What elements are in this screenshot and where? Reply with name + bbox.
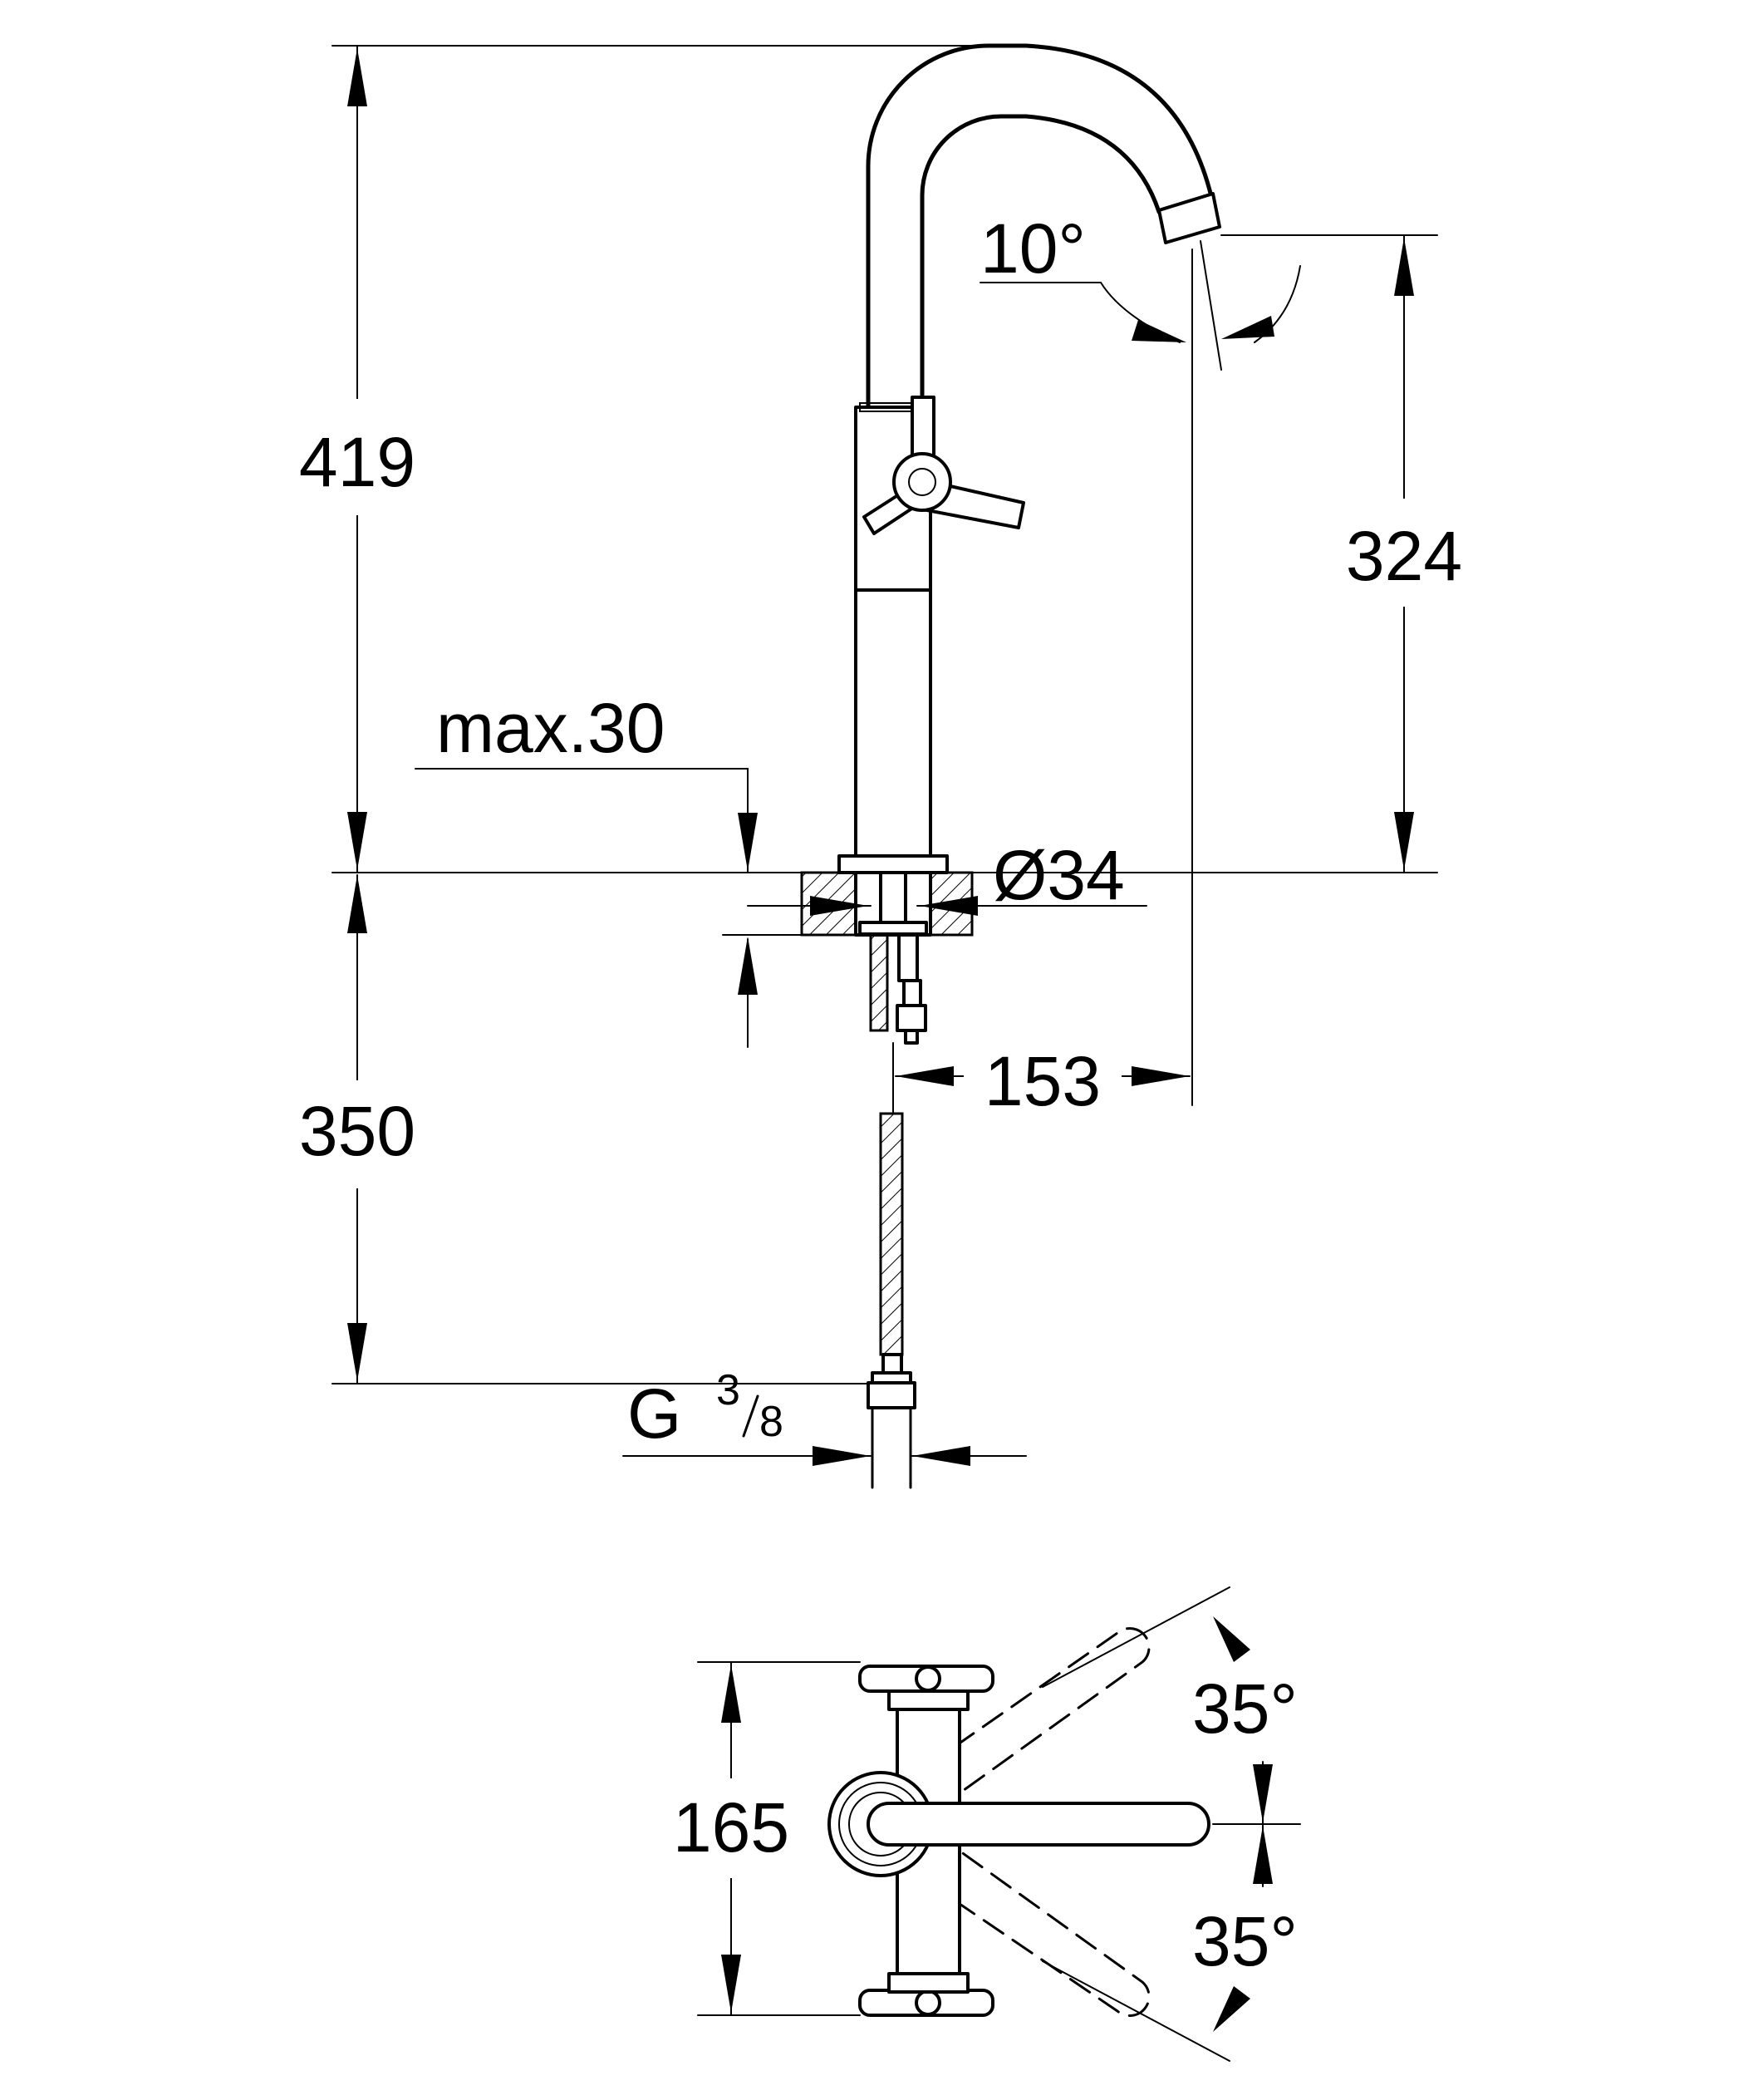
dimension-total-height: 419 [282, 45, 1438, 873]
dimension-hose-length: 350 [282, 874, 869, 1384]
label-hose-length: 350 [299, 1092, 415, 1170]
label-diameter: Ø34 [993, 836, 1125, 914]
label-connection-numerator: 3 [716, 1366, 740, 1414]
label-reach: 153 [984, 1042, 1101, 1120]
dimension-rotation: 35° 35° [1192, 1616, 1301, 2032]
spout-aerator [1157, 192, 1221, 244]
side-view: 419 350 324 10° [282, 43, 1487, 1489]
label-spout-angle: 10° [980, 209, 1086, 288]
supply-connections [869, 933, 927, 1045]
label-rotation-down: 35° [1192, 1902, 1298, 1980]
label-connection-g: G [627, 1375, 681, 1453]
cross-handle-side [862, 396, 1025, 535]
handle-swing-positions [895, 1586, 1230, 2062]
label-rotation-up: 35° [1192, 1670, 1298, 1748]
lever-handle [867, 1802, 1210, 1847]
label-total-height: 419 [299, 423, 415, 501]
body-column [854, 588, 932, 858]
top-view: 165 35° 35° [656, 1586, 1301, 2062]
hose-nut [867, 1381, 916, 1409]
dimension-connection: G 3 8 [622, 1366, 1027, 1466]
braided-hose [867, 1112, 916, 1489]
dimension-spout-height: 324 [1220, 234, 1487, 873]
dimension-max-thickness: max.30 [415, 689, 803, 1048]
label-max-thickness: max.30 [436, 689, 665, 767]
label-handle-span: 165 [673, 1788, 789, 1866]
dimension-diameter: Ø34 [747, 836, 1147, 916]
dimension-spout-angle: 10° [980, 209, 1301, 1106]
dimension-handle-span: 165 [656, 1661, 861, 2016]
label-connection-denominator: 8 [759, 1398, 783, 1446]
label-spout-height: 324 [1346, 517, 1462, 595]
dimension-reach: 153 [892, 1030, 1191, 1122]
handle-hub [892, 452, 952, 512]
base-flange [837, 854, 949, 874]
